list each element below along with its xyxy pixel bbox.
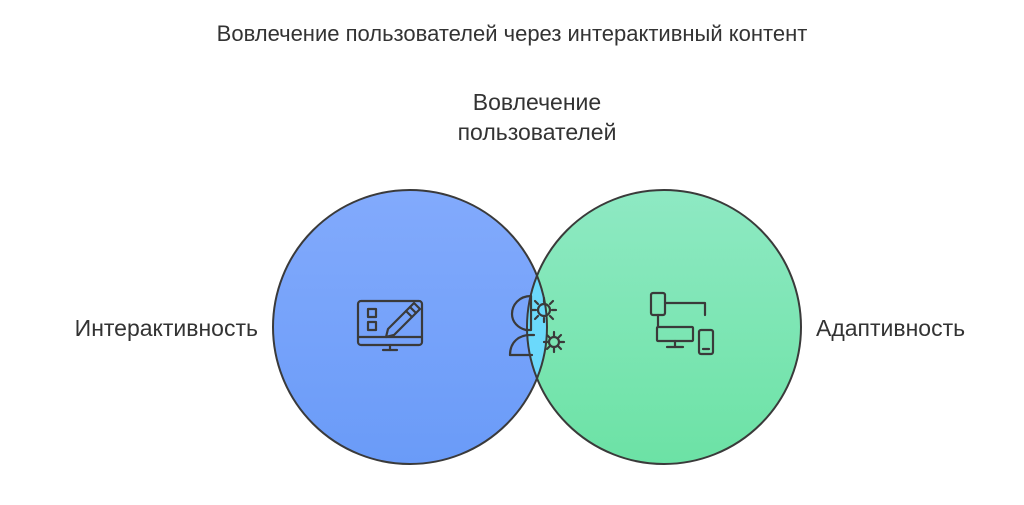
label-user-engagement-line1: Вовлечение <box>472 89 602 115</box>
circle-interactivity <box>273 190 547 464</box>
device-sync-icon <box>649 291 715 356</box>
label-user-engagement: Вовлечение пользователей <box>412 87 662 147</box>
diagram-title: Вовлечение пользователей через интеракти… <box>216 21 808 46</box>
label-interactivity: Интерактивность <box>74 315 258 341</box>
label-adaptivity: Адаптивность <box>816 315 966 341</box>
person-gears-icon <box>508 294 566 357</box>
tablet-edit-icon <box>356 299 424 352</box>
label-user-engagement-line2: пользователей <box>457 119 617 145</box>
